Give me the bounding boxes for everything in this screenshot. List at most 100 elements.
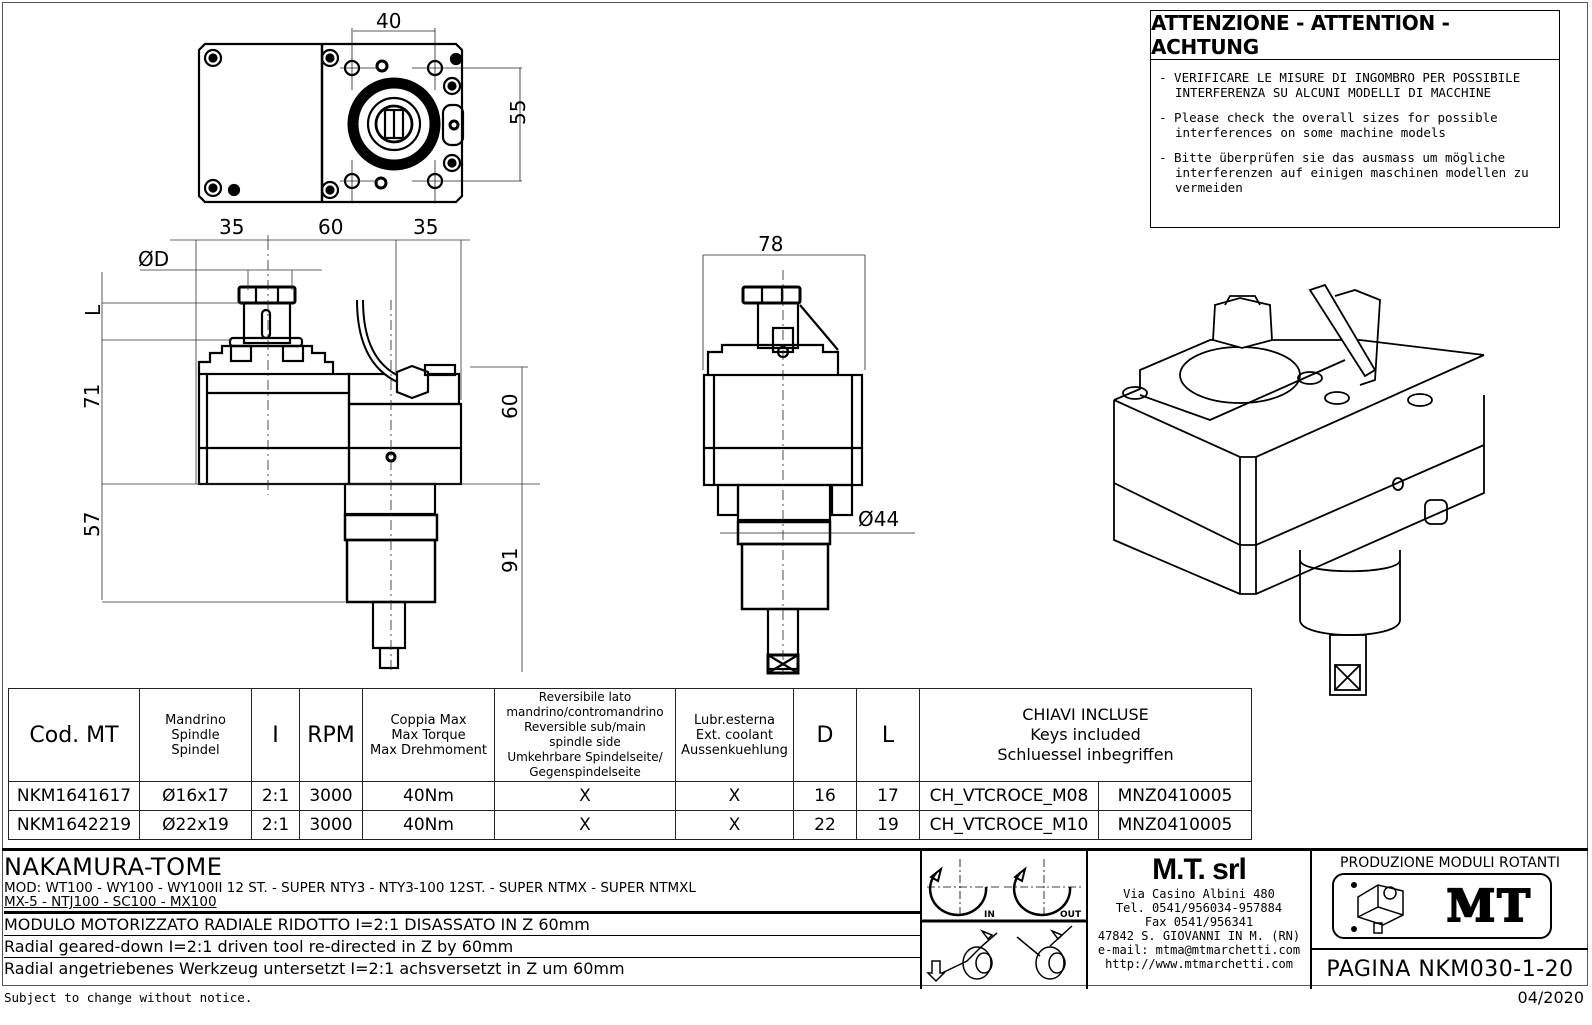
header-torque-en: Max Torque [391,727,466,743]
title-block-description: NAKAMURA-TOME MOD: WT100 - WY100 - WY100… [2,851,922,989]
mt-logo-text: MT [1446,880,1532,933]
attention-title: ATTENZIONE - ATTENTION - ACHTUNG [1151,11,1559,60]
drawing-sheet [2,2,1588,986]
company-email[interactable]: e-mail: mtma@mtmarchetti.com [1097,943,1301,957]
wrench-out-icon [1016,925,1073,980]
cell-ratio: 2:1 [251,781,300,811]
company-tel: Tel. 0541/956034-957884 [1115,901,1283,915]
header-keys-de: Schluessel inbegriffen [997,745,1174,764]
dim-side-middle: 60 [318,215,343,239]
isometric-view [1113,283,1485,696]
dim-front-diameter: Ø44 [858,507,899,531]
cell-code: NKM1642219 [8,810,140,840]
header-reversible-line: Gegenspindelseite [529,765,641,779]
header-spindle-de: Spindel [171,742,220,758]
attention-note-de: - Bitte überprüfen sie das ausmass um mö… [1159,150,1529,195]
cell-key1: CH_VTCROCE_M08 [919,781,1099,811]
models-line-1: MOD: WT100 - WY100 - WY100II 12 ST. - SU… [4,880,696,896]
header-code: Cod. MT [8,688,140,782]
company-website[interactable]: http://www.mtmarchetti.com [1105,957,1293,971]
table-row: NKM1641617 Ø16x17 2:1 3000 40Nm X X 16 1… [8,781,1252,811]
cell-torque: 40Nm [362,781,495,811]
top-view-centerlines [340,28,522,202]
cell-reversible: X [494,810,676,840]
dim-top-height: 55 [506,100,530,125]
description-it: MODULO MOTORIZZATO RADIALE RIDOTTO I=2:1… [4,914,920,936]
spec-table-header: Cod. MT Mandrino Spindle Spindel I RPM C… [8,688,1252,782]
cell-key2: MNZ0410005 [1098,781,1252,811]
production-label: PRODUZIONE MODULI ROTANTI [1340,855,1560,871]
front-view-dimension-lines [702,254,915,675]
header-reversible: Reversibile lato mandrino/contromandrino… [494,688,676,782]
cell-rpm: 3000 [299,810,363,840]
header-coolant-it: Lubr.esterna [694,712,775,728]
header-reversible-line: Reversibile lato [538,690,632,704]
dim-total-lower: 91 [498,548,522,573]
rotation-in-icon [928,872,988,917]
dim-lower-height: 57 [80,512,104,537]
header-coolant: Lubr.esterna Ext. coolant Aussenkuehlung [675,688,794,782]
dim-body-height: 71 [80,384,104,409]
cell-coolant: X [675,810,794,840]
side-view [197,285,463,670]
production-block: PRODUZIONE MODULI ROTANTI MT PAGINA NKM0… [1312,851,1588,989]
dim-side-right: 35 [413,215,438,239]
cell-ratio: 2:1 [251,810,300,840]
header-keys-en: Keys included [1030,725,1141,744]
header-reversible-line: Reversible sub/main [524,720,646,734]
table-row: NKM1642219 Ø22x19 2:1 3000 40Nm X X 22 1… [8,810,1252,840]
header-torque-it: Coppia Max [390,712,467,728]
machine-brand: NAKAMURA-TOME [4,853,223,881]
attention-note-en: - Please check the overall sizes for pos… [1159,110,1498,140]
header-spindle-it: Mandrino [165,712,226,728]
header-reversible-line: Umkehrbare Spindelseite/ [507,750,663,764]
spec-table: Cod. MT Mandrino Spindle Spindel I RPM C… [8,688,1252,840]
cell-d: 22 [793,810,857,840]
header-keys-it: CHIAVI INCLUSE [1022,705,1149,724]
cell-spindle: Ø22x19 [139,810,252,840]
rotation-in-label: IN [984,910,995,920]
cell-rpm: 3000 [299,781,363,811]
company-info: M.T. srl Via Casino Albini 480 Tel. 0541… [1088,851,1312,989]
wrench-in-icon [926,929,998,983]
rotation-icons: IN OUT [922,851,1088,989]
company-city: 47842 S. GIOVANNI IN M. (RN) [1097,929,1301,943]
header-keys: CHIAVI INCLUSE Keys included Schluessel … [919,688,1252,782]
cell-torque: 40Nm [362,810,495,840]
cell-coolant: X [675,781,794,811]
mt-logo: MT [1332,873,1552,939]
change-notice: Subject to change without notice. [4,990,253,1005]
header-rpm: RPM [299,688,363,782]
page-number: PAGINA NKM030-1-20 [1312,948,1588,990]
header-coolant-de: Aussenkuehlung [681,742,788,758]
header-l: L [856,688,920,782]
company-address: Via Casino Albini 480 [1123,887,1275,901]
attention-box: ATTENZIONE - ATTENTION - ACHTUNG - VERIF… [1150,10,1560,228]
machine-models: MOD: WT100 - WY100 - WY100II 12 ST. - SU… [4,881,920,914]
side-view-dimension-lines [101,235,540,672]
header-reversible-line: spindle side [549,735,621,749]
header-spindle-en: Spindle [171,727,220,743]
rotation-out-icon [1012,872,1072,917]
revision-date: 04/2020 [1517,988,1584,1007]
company-fax: Fax 0541/956341 [1144,915,1254,929]
header-d: D [793,688,857,782]
header-torque-de: Max Drehmoment [370,742,487,758]
cell-l: 19 [856,810,920,840]
header-spindle: Mandrino Spindle Spindel [139,688,252,782]
header-torque: Coppia Max Max Torque Max Drehmoment [362,688,495,782]
models-line-2: MX-5 - NTJ100 - SC100 - MX100 [4,894,217,910]
attention-note-it: - VERIFICARE LE MISURE DI INGOMBRO PER P… [1159,70,1521,100]
cell-l: 17 [856,781,920,811]
dim-length-l: L [81,304,105,316]
rotating-module-icon [1351,882,1404,934]
dim-top-width: 40 [376,9,401,33]
company-name: M.T. srl [1152,853,1247,886]
dim-side-left: 35 [219,215,244,239]
description-de: Radial angetriebenes Werkzeug untersetzt… [4,959,625,978]
rotation-out-label: OUT [1060,910,1082,920]
cell-reversible: X [494,781,676,811]
cell-d: 16 [793,781,857,811]
